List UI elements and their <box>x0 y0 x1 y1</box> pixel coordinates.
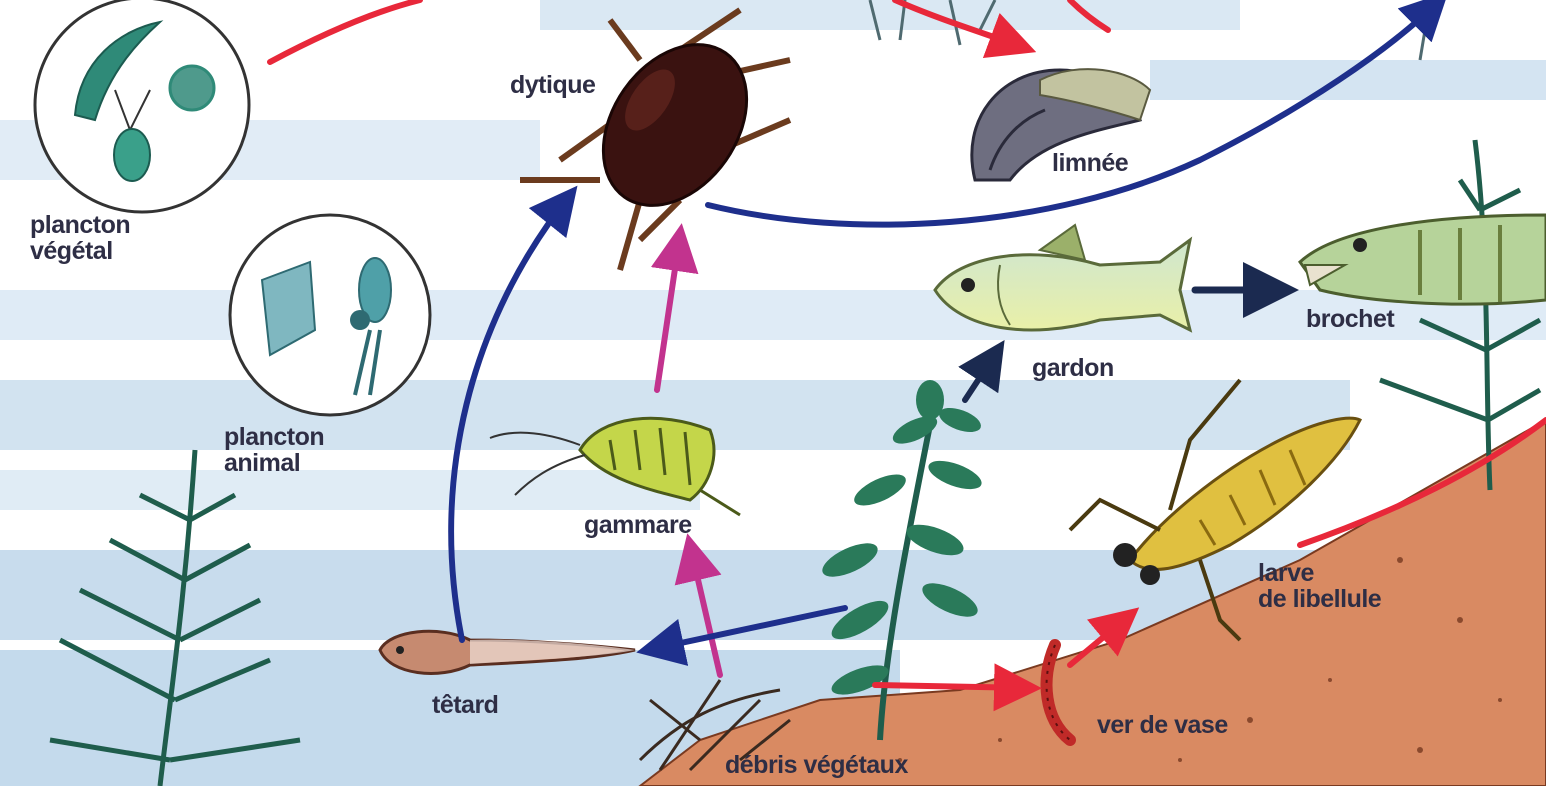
label-plancton-vegetal-line1: plancton <box>30 212 130 238</box>
label-ver-de-vase: ver de vase <box>1097 712 1228 738</box>
plancton-vegetal-icon <box>35 0 249 212</box>
label-plancton-animal: plancton animal <box>224 424 324 476</box>
arrow-plant-to-ver <box>875 685 1030 688</box>
label-debris-vegetaux: débris végétaux <box>725 752 908 778</box>
label-gardon: gardon <box>1032 355 1114 381</box>
label-tetard: têtard <box>432 692 498 718</box>
label-larve-line1: larve <box>1258 560 1381 586</box>
label-larve-line2: de libellule <box>1258 586 1381 612</box>
label-brochet: brochet <box>1306 306 1394 332</box>
plancton-animal-icon <box>230 215 430 415</box>
label-limnee: limnée <box>1052 150 1128 176</box>
label-plancton-animal-line1: plancton <box>224 424 324 450</box>
label-dytique: dytique <box>510 72 595 98</box>
label-plancton-vegetal-line2: végétal <box>30 238 130 264</box>
label-gammare: gammare <box>584 512 692 538</box>
label-plancton-animal-line2: animal <box>224 450 324 476</box>
label-plancton-vegetal: plancton végétal <box>30 212 130 264</box>
label-larve-libellule: larve de libellule <box>1258 560 1381 612</box>
